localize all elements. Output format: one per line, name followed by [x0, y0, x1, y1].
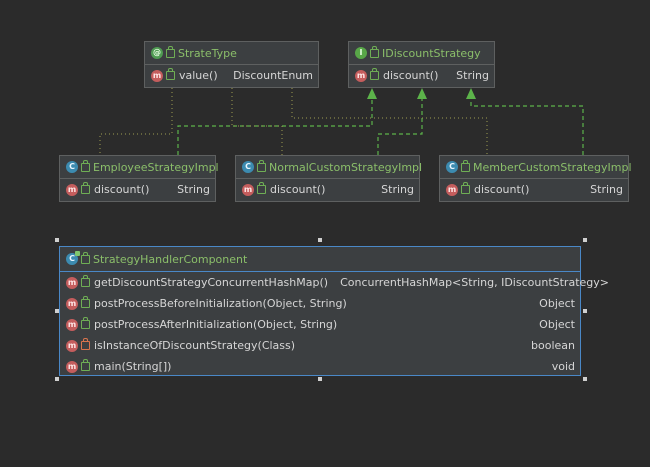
spring-bean-icon: C [66, 251, 80, 265]
public-visibility-icon [81, 251, 90, 264]
member-row[interactable]: m postProcessAfterInitialization(Object,… [60, 314, 580, 335]
realization-edge-normal[interactable] [377, 99, 423, 155]
class-icon: C [242, 161, 254, 173]
class-icon: C [446, 161, 458, 173]
public-visibility-icon [166, 45, 175, 58]
node-header: C NormalCustomStrategyImpl [236, 156, 423, 179]
realization-arrowhead-employee [367, 88, 377, 99]
member-name: discount() [270, 183, 326, 196]
public-visibility-icon [461, 182, 470, 194]
method-icon: m [66, 297, 78, 310]
node-employee-strategy-impl[interactable]: C EmployeeStrategyImpl m discount() Stri… [59, 155, 219, 202]
node-strategy-handler-component[interactable]: C StrategyHandlerComponent m getDiscount… [59, 246, 609, 377]
annotation-edge-normal[interactable] [231, 88, 283, 155]
member-type: ConcurrentHashMap<String, IDiscountStrat… [340, 276, 609, 289]
node-title: StrategyHandlerComponent [93, 252, 248, 266]
node-header: @ StrateType [145, 42, 318, 65]
method-icon: m [66, 360, 78, 373]
public-visibility-icon [81, 317, 90, 329]
public-visibility-icon [370, 68, 379, 80]
annotation-edge-employee[interactable] [99, 88, 173, 155]
resize-handle-bottom-left[interactable] [55, 377, 59, 381]
resize-handle-top[interactable] [318, 238, 322, 242]
public-visibility-icon [257, 159, 266, 172]
member-name: postProcessBeforeInitialization(Object, … [94, 297, 347, 310]
member-name: getDiscountStrategyConcurrentHashMap() [94, 276, 329, 289]
resize-handle-bottom-right[interactable] [583, 377, 587, 381]
public-visibility-icon [81, 359, 90, 371]
resize-handle-left[interactable] [55, 309, 59, 313]
member-name: discount() [383, 69, 439, 82]
method-icon: m [355, 69, 367, 82]
node-title: NormalCustomStrategyImpl [269, 160, 423, 174]
public-visibility-icon [370, 45, 379, 58]
member-type: String [590, 183, 623, 196]
node-header: C EmployeeStrategyImpl [60, 156, 219, 179]
annotation-type-icon: @ [151, 47, 163, 59]
member-name: discount() [94, 183, 150, 196]
method-icon: m [242, 183, 254, 196]
node-title: StrateType [178, 46, 237, 60]
member-row[interactable]: m isInstanceOfDiscountStrategy(Class) bo… [60, 335, 580, 356]
realization-arrowhead-normal [417, 88, 427, 99]
member-type: Object [539, 297, 575, 310]
public-visibility-icon [81, 296, 90, 308]
public-visibility-icon [257, 182, 266, 194]
node-normal-custom-strategy-impl[interactable]: C NormalCustomStrategyImpl m discount() … [235, 155, 423, 202]
node-title: EmployeeStrategyImpl [93, 160, 219, 174]
member-name: discount() [474, 183, 530, 196]
method-icon: m [446, 183, 458, 196]
member-name: postProcessAfterInitialization(Object, S… [94, 318, 338, 331]
method-icon: m [66, 339, 78, 352]
realization-edge-member[interactable] [470, 99, 584, 155]
node-header: C MemberCustomStrategyImpl [440, 156, 632, 179]
resize-handle-right[interactable] [583, 309, 587, 313]
member-type: String [177, 183, 210, 196]
member-type: boolean [531, 339, 575, 352]
node-title: MemberCustomStrategyImpl [473, 160, 632, 174]
node-strate-type[interactable]: @ StrateType m value() DiscountEnum [144, 41, 319, 88]
realization-edge-employee[interactable] [177, 99, 373, 155]
node-header: I IDiscountStrategy [349, 42, 494, 65]
node-member-custom-strategy-impl[interactable]: C MemberCustomStrategyImpl m discount() … [439, 155, 632, 202]
public-visibility-icon [461, 159, 470, 172]
member-row[interactable]: m main(String[]) void [60, 356, 580, 377]
public-visibility-icon [166, 68, 175, 80]
private-visibility-icon [81, 338, 90, 350]
member-type: DiscountEnum [233, 69, 313, 82]
node-header: C StrategyHandlerComponent [60, 247, 580, 272]
interface-icon: I [355, 47, 367, 59]
member-type: String [456, 69, 489, 82]
public-visibility-icon [81, 182, 90, 194]
method-icon: m [66, 183, 78, 196]
resize-handle-top-left[interactable] [55, 238, 59, 242]
method-icon: m [151, 69, 163, 82]
node-idiscount-strategy[interactable]: I IDiscountStrategy m discount() String [348, 41, 495, 88]
member-row[interactable]: m postProcessBeforeInitialization(Object… [60, 293, 580, 314]
resize-handle-top-right[interactable] [583, 238, 587, 242]
resize-handle-bottom[interactable] [318, 377, 322, 381]
member-row[interactable]: m discount() String [236, 179, 419, 200]
realization-arrowhead-member [466, 88, 476, 99]
public-visibility-icon [81, 159, 90, 172]
member-type: void [551, 360, 575, 373]
member-row[interactable]: m discount() String [440, 179, 628, 200]
method-icon: m [66, 276, 78, 289]
member-name: value() [179, 69, 218, 82]
member-row[interactable]: m discount() String [349, 65, 494, 86]
method-icon: m [66, 318, 78, 331]
class-icon: C [66, 161, 78, 173]
member-row[interactable]: m getDiscountStrategyConcurrentHashMap()… [60, 272, 609, 293]
member-row[interactable]: m value() DiscountEnum [145, 65, 318, 86]
node-title: IDiscountStrategy [382, 46, 481, 60]
member-type: String [381, 183, 414, 196]
member-type: Object [539, 318, 575, 331]
member-name: main(String[]) [94, 360, 172, 373]
public-visibility-icon [81, 275, 90, 287]
annotation-edge-member[interactable] [291, 88, 488, 155]
member-row[interactable]: m discount() String [60, 179, 215, 200]
member-name: isInstanceOfDiscountStrategy(Class) [94, 339, 296, 352]
